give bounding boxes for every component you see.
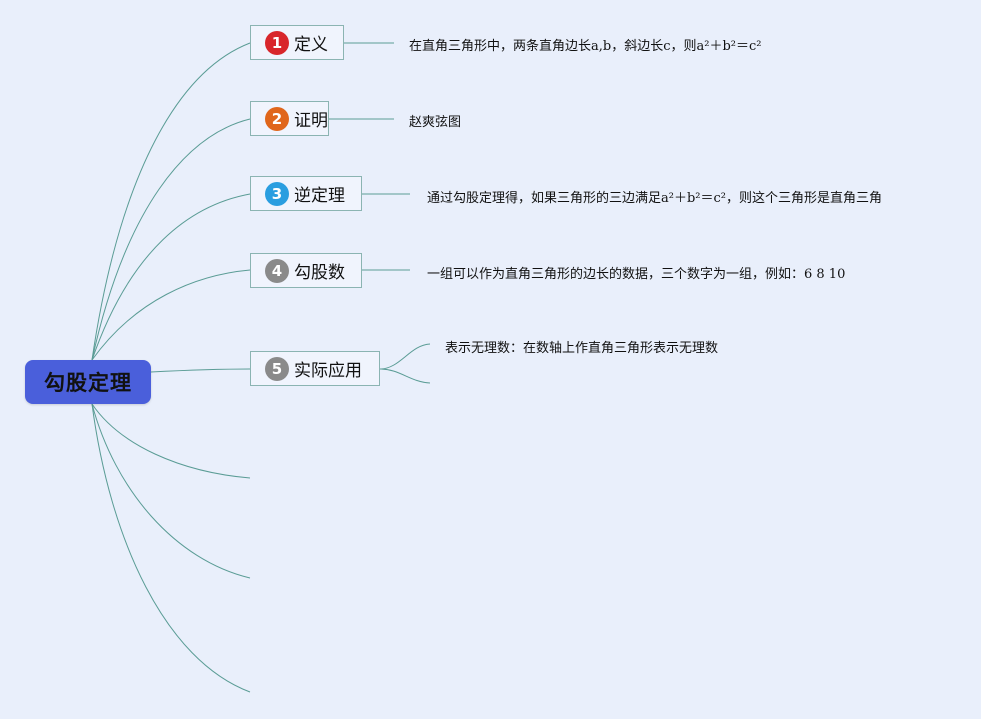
root-link-proof [91, 118, 251, 361]
detail-link-application-1 [379, 343, 431, 370]
topic-application-label: 实际应用 [294, 361, 362, 381]
number-4-badge-icon: 4 [265, 258, 289, 283]
detail-application[interactable]: 表示无理数：在数轴上作直角三角形表示无理数 [445, 341, 719, 356]
detail-link-application-2 [379, 368, 431, 384]
number-3-badge-icon: 3 [265, 181, 289, 206]
root-link-definition [91, 42, 251, 361]
root-link-empty-3 [91, 403, 251, 693]
detail-converse[interactable]: 通过勾股定理得，如果三角形的三边满足a²＋b²＝c²，则这个三角形是直角三角 [427, 191, 882, 206]
topic-application[interactable]: 5 实际应用 [250, 351, 380, 386]
number-5-badge-icon: 5 [265, 356, 289, 381]
root-link-triples [91, 269, 251, 361]
detail-proof[interactable]: 赵爽弦图 [409, 115, 462, 130]
topic-converse-label: 逆定理 [294, 186, 345, 206]
detail-triples[interactable]: 一组可以作为直角三角形的边长的数据，三个数字为一组，例如：6 8 10 [427, 267, 846, 282]
topic-definition[interactable]: 1 定义 [250, 25, 344, 60]
detail-definition[interactable]: 在直角三角形中，两条直角边长a,b，斜边长c，则a²＋b²＝c² [409, 39, 762, 54]
root-link-application [150, 368, 251, 373]
number-1-badge-icon: 1 [265, 30, 289, 55]
topic-pythagorean-triples[interactable]: 4 勾股数 [250, 253, 362, 288]
number-2-badge-icon: 2 [265, 106, 289, 131]
root-topic[interactable]: 勾股定理 [25, 360, 151, 404]
topic-converse[interactable]: 3 逆定理 [250, 176, 362, 211]
topic-definition-label: 定义 [294, 35, 328, 55]
topic-triples-label: 勾股数 [294, 263, 345, 283]
topic-proof-label: 证明 [294, 111, 328, 131]
topic-proof[interactable]: 2 证明 [250, 101, 329, 136]
root-link-converse [91, 193, 251, 361]
root-link-empty-1 [91, 403, 251, 479]
root-link-empty-2 [91, 403, 251, 579]
root-topic-label: 勾股定理 [44, 371, 132, 395]
